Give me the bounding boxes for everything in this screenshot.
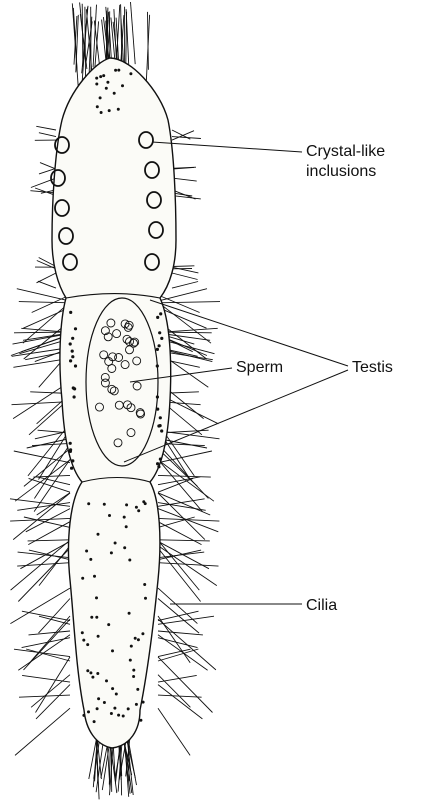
testis-label: Testis	[352, 358, 393, 378]
crystal-leader	[152, 142, 302, 152]
crystal-inclusions-label-line1: Crystal-like	[306, 142, 385, 162]
testis-leader-top	[150, 300, 348, 366]
cilia-label: Cilia	[306, 596, 337, 616]
crystal-inclusions-label-line2: inclusions	[306, 162, 376, 182]
sperm-label: Sperm	[236, 358, 283, 378]
